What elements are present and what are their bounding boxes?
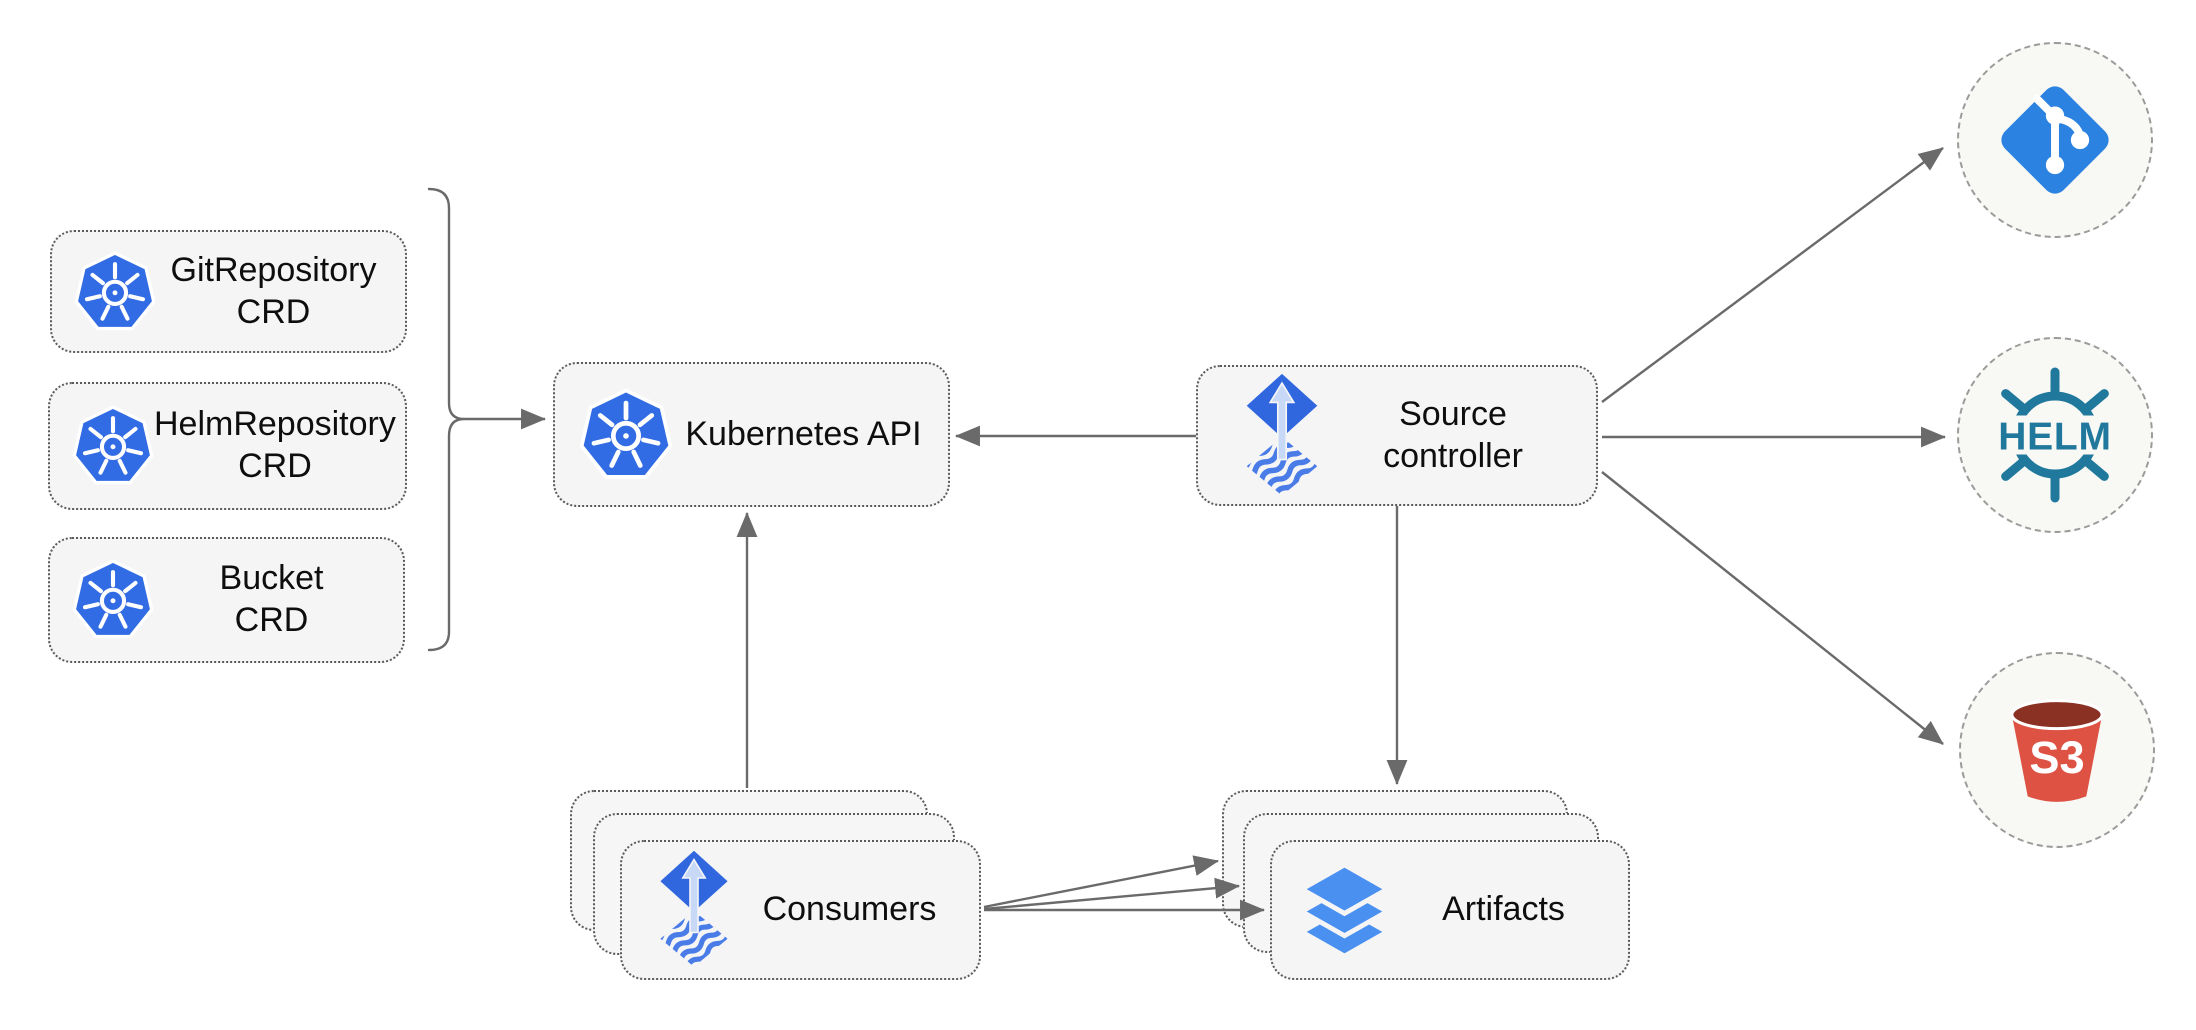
arrow-source-controller-to-git [1601, 147, 1944, 403]
external-source-git [1957, 42, 2153, 238]
s3-logo-text: S3 [2029, 732, 2084, 783]
node-label-line2: controller [1383, 436, 1523, 475]
external-source-s3: S3 [1959, 652, 2155, 848]
node-label-line2: CRD [234, 601, 309, 639]
node-label: Bucket CRD [154, 558, 403, 642]
helm-icon: HELM [1986, 367, 2124, 503]
s3-bucket-icon: S3 [2010, 699, 2104, 802]
grouping-bracket [427, 187, 465, 652]
node-label: Source controller [1324, 394, 1596, 478]
node-label-line2: CRD [236, 292, 311, 331]
node-label: HelmRepository CRD [154, 404, 410, 488]
node-label-line2: CRD [238, 447, 312, 485]
external-source-helm: HELM [1957, 337, 2153, 533]
arrow-consumers-to-artifacts-middle [983, 877, 1241, 911]
kubernetes-icon [72, 559, 154, 639]
node-label-text: Consumers [762, 890, 937, 929]
node-gitrepository-crd: GitRepository CRD [50, 230, 407, 353]
node-label-line1: Bucket [219, 559, 324, 598]
node-label: Kubernetes API [673, 414, 948, 456]
layers-icon [1296, 861, 1393, 959]
node-helmrepository-crd: HelmRepository CRD [48, 382, 407, 510]
node-label: Consumers [734, 889, 979, 931]
flux-icon [1246, 373, 1318, 496]
flux-icon [660, 850, 728, 967]
node-label: GitRepository CRD [156, 250, 405, 334]
arrow-source-controller-to-s3 [1601, 471, 1944, 745]
arrow-consumers-to-artifacts-back [983, 855, 1220, 909]
helm-logo-text: HELM [1998, 415, 2112, 458]
git-icon [2001, 86, 2109, 194]
node-label-text: Kubernetes API [685, 414, 922, 453]
node-label-line1: HelmRepository [154, 405, 396, 444]
node-artifacts: Artifacts [1270, 840, 1630, 980]
kubernetes-icon [579, 387, 673, 479]
node-source-controller: Source controller [1196, 365, 1598, 506]
node-label-text: Artifacts [1442, 890, 1565, 929]
kubernetes-icon [72, 405, 154, 485]
node-bucket-crd: Bucket CRD [48, 537, 405, 663]
node-label-line1: GitRepository [170, 250, 377, 289]
node-kubernetes-api: Kubernetes API [553, 362, 950, 507]
node-label-line1: Source [1399, 394, 1507, 433]
node-consumers: Consumers [620, 840, 981, 980]
node-label: Artifacts [1393, 889, 1628, 931]
kubernetes-icon [74, 250, 156, 330]
